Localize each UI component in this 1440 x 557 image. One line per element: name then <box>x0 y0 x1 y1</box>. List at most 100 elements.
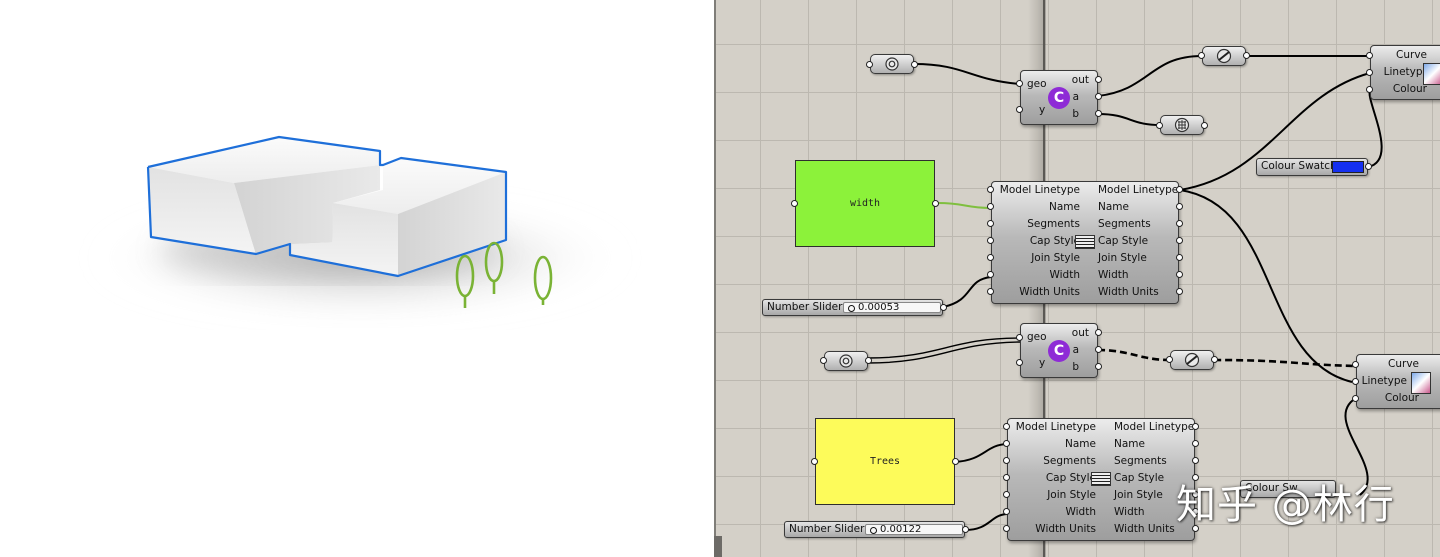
grip-curve[interactable] <box>1366 52 1373 59</box>
curve-param-1[interactable] <box>1202 46 1246 66</box>
grip[interactable] <box>1003 474 1010 481</box>
display-preview-2[interactable]: Curve Linetype Colour <box>1356 354 1440 409</box>
grip-a[interactable] <box>1095 346 1102 353</box>
number-slider-2[interactable]: Number Slider 0.00122 <box>784 521 965 538</box>
rhino-viewport[interactable] <box>0 0 714 557</box>
grip[interactable] <box>987 237 994 244</box>
canvas-scrollbar-thumb[interactable] <box>714 536 722 557</box>
input-curve: Curve <box>1396 49 1427 61</box>
grip[interactable] <box>1176 288 1183 295</box>
grip[interactable] <box>1003 508 1010 515</box>
input-grip[interactable] <box>811 458 818 465</box>
selection-outline <box>146 135 508 278</box>
output-grip[interactable] <box>1201 122 1208 129</box>
grip[interactable] <box>1176 203 1183 210</box>
grip-linetype[interactable] <box>1352 378 1359 385</box>
input-grip[interactable] <box>791 200 798 207</box>
curve-param-2[interactable] <box>1170 350 1214 370</box>
grip-curve[interactable] <box>1352 361 1359 368</box>
grip[interactable] <box>1003 457 1010 464</box>
output-segments: Segments <box>1114 455 1167 467</box>
building-block-front <box>290 158 506 276</box>
colour-swatch-color[interactable] <box>1332 161 1364 173</box>
geometry-param-2[interactable] <box>824 351 868 371</box>
output-grip[interactable] <box>932 200 939 207</box>
grip[interactable] <box>1192 474 1199 481</box>
grip[interactable] <box>1192 457 1199 464</box>
colour-swatch-2-label: Colour Sw <box>1245 482 1298 494</box>
output-grip[interactable] <box>940 304 947 311</box>
grip[interactable] <box>1003 525 1010 532</box>
grip[interactable] <box>1176 220 1183 227</box>
output-name: Name <box>1114 438 1145 450</box>
input-grip[interactable] <box>1166 356 1173 363</box>
output-grip[interactable] <box>865 357 872 364</box>
grip[interactable] <box>1003 491 1010 498</box>
grip[interactable] <box>987 220 994 227</box>
grip-a[interactable] <box>1095 93 1102 100</box>
grip-colour[interactable] <box>1366 86 1373 93</box>
input-width-units: Width Units <box>1019 286 1080 298</box>
grip[interactable] <box>1003 440 1010 447</box>
rear-block-side <box>234 165 380 254</box>
output-grip[interactable] <box>952 458 959 465</box>
grip-out[interactable] <box>1095 76 1102 83</box>
output-b: b <box>1072 361 1079 373</box>
input-grip[interactable] <box>866 61 873 68</box>
grip[interactable] <box>1192 423 1199 430</box>
output-grip[interactable] <box>1211 356 1218 363</box>
number-slider-1[interactable]: Number Slider 0.00053 <box>762 299 943 316</box>
grip[interactable] <box>1176 271 1183 278</box>
csharp-script-2[interactable]: geo y out a b C <box>1020 323 1098 378</box>
grip[interactable] <box>987 186 994 193</box>
grip-colour[interactable] <box>1352 395 1359 402</box>
canvas-scrollbar-track[interactable] <box>714 0 716 557</box>
slider-track[interactable]: 0.00122 <box>865 524 963 535</box>
grip-y[interactable] <box>1016 359 1023 366</box>
output-out: out <box>1071 327 1089 339</box>
grip-out[interactable] <box>1095 329 1102 336</box>
grip[interactable] <box>1192 508 1199 515</box>
slider-track[interactable]: 0.00053 <box>843 302 941 313</box>
mesh-param-1[interactable] <box>1160 115 1204 135</box>
linetype-component-1[interactable]: Model Linetype Name Segments Cap Style J… <box>991 181 1179 304</box>
csharp-script-1[interactable]: geo y out a b C <box>1020 70 1098 125</box>
output-grip[interactable] <box>1243 52 1250 59</box>
display-preview-1[interactable]: Curve Linetype Colour <box>1370 45 1440 100</box>
grip-b[interactable] <box>1095 110 1102 117</box>
csharp-script-icon: C <box>1048 340 1070 362</box>
output-name: Name <box>1098 201 1129 213</box>
output-grip[interactable] <box>1365 163 1372 170</box>
slider-knob[interactable] <box>870 527 877 534</box>
grip-b[interactable] <box>1095 363 1102 370</box>
grip[interactable] <box>987 288 994 295</box>
input-grip[interactable] <box>820 357 827 364</box>
grip[interactable] <box>987 254 994 261</box>
grip[interactable] <box>1176 237 1183 244</box>
output-grip[interactable] <box>911 61 918 68</box>
panel-width[interactable]: width <box>795 160 935 247</box>
grip-geo[interactable] <box>1016 80 1023 87</box>
grip[interactable] <box>1176 254 1183 261</box>
output-grip[interactable] <box>962 526 969 533</box>
grip[interactable] <box>987 203 994 210</box>
colour-swatch[interactable]: Colour Swatch <box>1256 158 1368 176</box>
linetype-component-2[interactable]: Model Linetype Name Segments Cap Style J… <box>1007 418 1195 541</box>
grip[interactable] <box>1003 423 1010 430</box>
grip[interactable] <box>1192 440 1199 447</box>
panel-trees[interactable]: Trees <box>815 418 955 505</box>
colour-swatch-2[interactable]: Colour Sw <box>1240 480 1336 498</box>
input-grip[interactable] <box>1156 122 1163 129</box>
input-segments: Segments <box>1043 455 1096 467</box>
grip-geo[interactable] <box>1016 334 1023 341</box>
grip[interactable] <box>1176 186 1183 193</box>
grip-linetype[interactable] <box>1366 69 1373 76</box>
grip[interactable] <box>987 271 994 278</box>
grip[interactable] <box>1192 525 1199 532</box>
grip-y[interactable] <box>1016 106 1023 113</box>
slider-knob[interactable] <box>848 305 855 312</box>
grip[interactable] <box>1192 491 1199 498</box>
input-geo: geo <box>1027 78 1047 90</box>
input-grip[interactable] <box>1198 52 1205 59</box>
geometry-param-1[interactable] <box>870 54 914 74</box>
